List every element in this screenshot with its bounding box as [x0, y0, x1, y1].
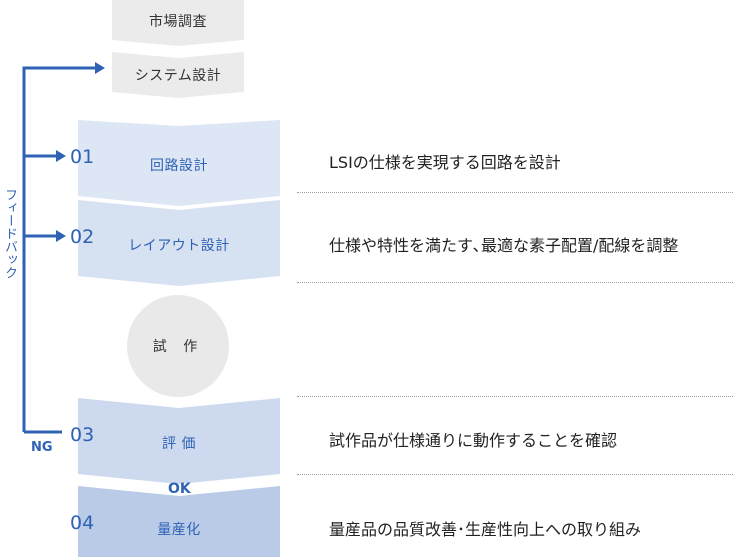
- step-02-label: レイアウト設計: [128, 238, 230, 254]
- step-03-number: 03: [70, 424, 95, 446]
- arrow-to-system-design: [95, 62, 105, 74]
- step-02-shape: [78, 200, 280, 286]
- system-design-shape: [112, 52, 244, 98]
- feedback-label: フィードバック: [2, 188, 17, 279]
- arrow-to-step-01: [56, 150, 66, 162]
- divider: [297, 396, 733, 397]
- step-01-description: LSIの仕様を実現する回路を設計: [329, 153, 561, 172]
- feedback-loop: [22, 62, 105, 434]
- step-02-description: 仕様や特性を満たす､最適な素子配置/配線を調整: [329, 236, 679, 255]
- market-research-label: 市場調査: [149, 14, 207, 30]
- prototype-circle: 試 作: [127, 295, 229, 397]
- step-04-shape: [78, 486, 280, 557]
- divider: [297, 282, 733, 283]
- step-04-label: 量産化: [157, 522, 201, 538]
- divider: [297, 192, 733, 193]
- market-research-shape: [112, 0, 244, 46]
- step-04-description: 量産品の品質改善･生産性向上への取り組み: [329, 520, 642, 539]
- system-design-label: システム設計: [134, 68, 222, 84]
- step-04-number: 04: [70, 512, 95, 534]
- step-01-shape: [78, 120, 280, 206]
- ng-label: NG: [31, 440, 53, 455]
- step-03-label: 評 価: [162, 436, 196, 452]
- step-01-number: 01: [70, 146, 95, 168]
- ok-label: OK: [168, 481, 191, 497]
- step-02-number: 02: [70, 226, 95, 248]
- arrow-to-step-02: [56, 230, 66, 242]
- step-03-shape: [78, 398, 280, 484]
- step-01-label: 回路設計: [150, 158, 208, 174]
- divider: [297, 474, 733, 475]
- step-03-description: 試作品が仕様通りに動作することを確認: [329, 431, 618, 450]
